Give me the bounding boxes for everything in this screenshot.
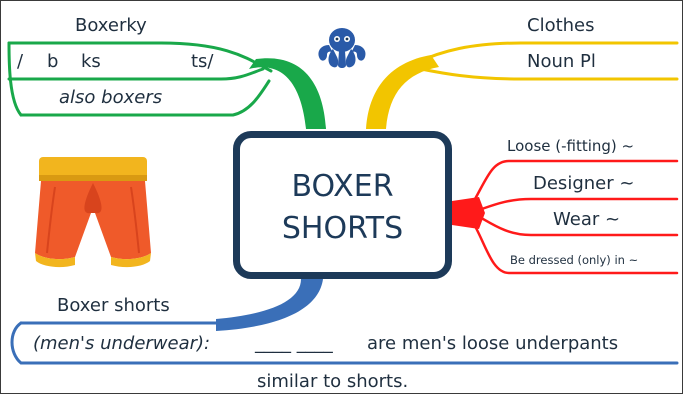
collocation-item-4: Be dressed (only) in ~ xyxy=(510,253,639,267)
definition-text-continued: similar to shorts. xyxy=(257,371,409,392)
red-branch-root xyxy=(452,197,485,229)
collocation-item-3: Wear ~ xyxy=(553,209,621,230)
green-branch-title: Boxerky xyxy=(75,15,147,36)
blue-branch-title: Boxer shorts xyxy=(57,295,170,316)
center-topic: BOXER SHORTS xyxy=(233,131,452,279)
center-title-line2: SHORTS xyxy=(281,211,404,246)
definition-text: are men's loose underpants xyxy=(367,333,619,354)
blue-branch-root xyxy=(216,279,323,331)
pronunciation-part-ts: ts/ xyxy=(191,51,214,72)
blue-branch xyxy=(10,321,679,365)
yellow-branch-root xyxy=(366,55,439,129)
part-of-speech: Noun Pl xyxy=(527,51,596,72)
definition-label: (men's underwear): xyxy=(33,333,211,354)
octopus-logo-icon xyxy=(318,28,366,68)
collocation-item-2: Designer ~ xyxy=(533,173,635,194)
center-title-line1: BOXER xyxy=(291,169,394,204)
collocation-item-1: Loose (-fitting) ~ xyxy=(507,137,635,155)
definition-blanks: ____ ____ xyxy=(255,333,333,354)
pronunciation-part-ks: ks xyxy=(81,51,101,72)
green-branch-root xyxy=(249,58,326,129)
boxer-shorts-illustration xyxy=(35,157,151,268)
pronunciation-part-b: b xyxy=(47,51,59,72)
green-branch-note: also boxers xyxy=(59,87,163,108)
pronunciation-slash-open: / xyxy=(17,51,24,72)
yellow-branch-title: Clothes xyxy=(527,15,595,36)
center-title: BOXER SHORTS xyxy=(240,166,445,250)
